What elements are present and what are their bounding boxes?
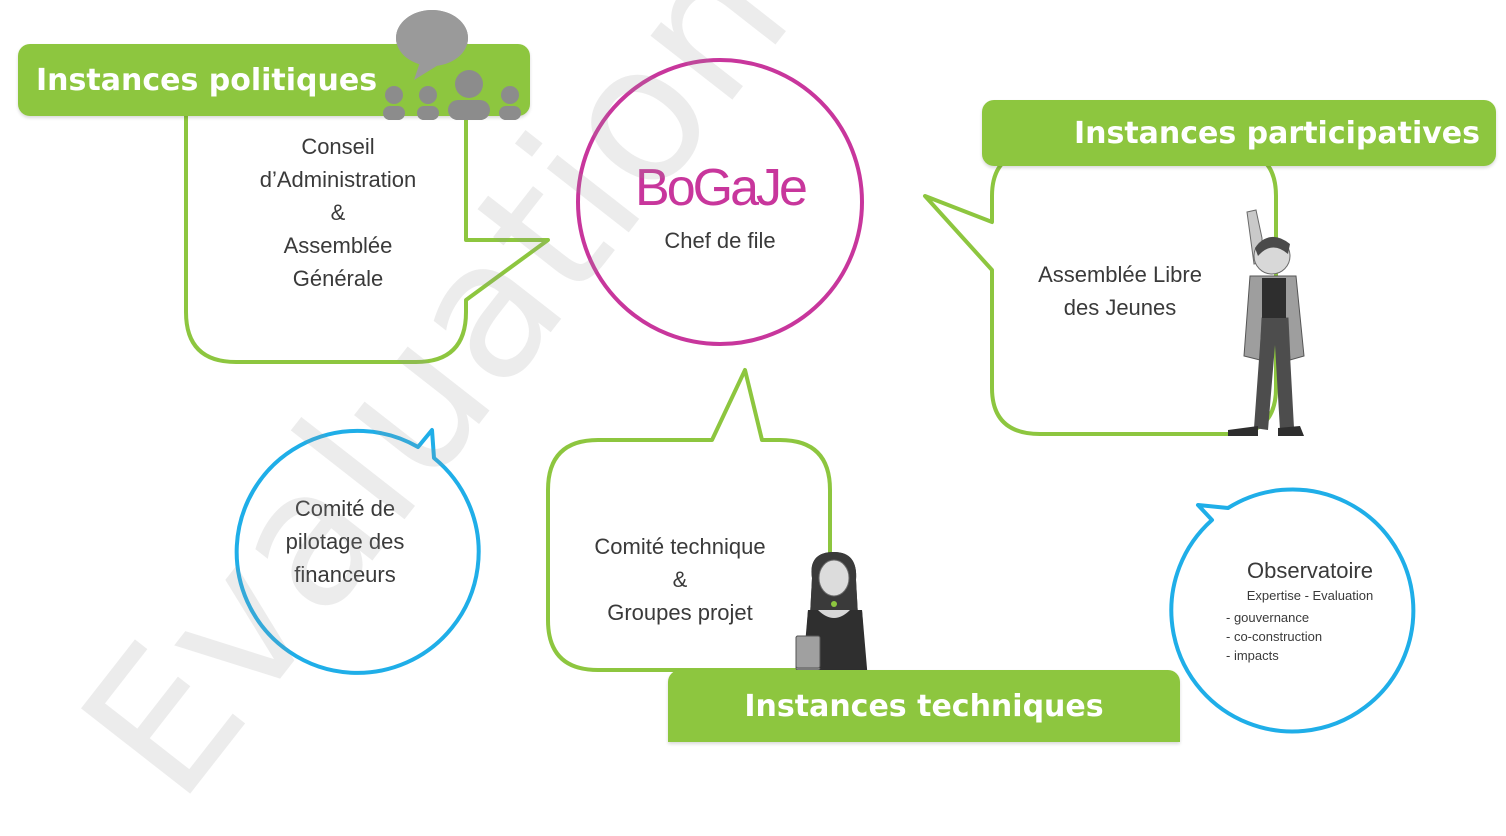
observatoire-item: - gouvernance xyxy=(1226,610,1310,625)
techniques-callout xyxy=(546,368,832,672)
observatoire-item: - impacts xyxy=(1226,648,1279,663)
participatives-callout xyxy=(923,148,1278,436)
observatoire-bubble xyxy=(1169,487,1416,734)
techniques-line: Comité technique xyxy=(594,534,766,559)
banner-techniques-label: Instances techniques xyxy=(744,688,1104,724)
banner-instances-participatives: Instances participatives xyxy=(982,100,1496,166)
icon-overlay xyxy=(383,10,866,669)
banner-instances-techniques: Instances techniques xyxy=(668,670,1180,742)
financeurs-line: pilotage des xyxy=(285,529,405,554)
politiques-line: Générale xyxy=(292,266,384,291)
bogaje-logo: BoGaJe xyxy=(635,159,808,217)
chef-de-file-label: Chef de file xyxy=(664,228,776,253)
politiques-line: Assemblée xyxy=(283,233,393,258)
banner-politiques-label: Instances politiques xyxy=(36,62,378,98)
politiques-line: Conseil xyxy=(301,134,375,159)
financeurs-bubble-text: Comité de pilotage des financeurs xyxy=(250,492,440,591)
techniques-box-text: Comité technique & Groupes projet xyxy=(560,530,800,629)
techniques-line: & xyxy=(672,567,688,592)
chef-de-file-circle xyxy=(576,58,864,346)
politiques-callout xyxy=(184,98,550,364)
financeurs-line: Comité de xyxy=(294,496,396,521)
participatives-box-text: Assemblée Libre des Jeunes xyxy=(1010,258,1230,324)
young-man-waving-figure xyxy=(1228,209,1305,436)
observatoire-subtitle: Expertise - Evaluation xyxy=(1246,588,1374,603)
politiques-line: d’Administration xyxy=(259,167,417,192)
observatoire-title: Observatoire xyxy=(1247,558,1373,583)
financeurs-bubble xyxy=(234,428,481,675)
participatives-line: Assemblée Libre xyxy=(1038,262,1202,287)
participatives-line: des Jeunes xyxy=(1063,295,1177,320)
observatoire-items: - gouvernance - co-construction - impact… xyxy=(1226,608,1322,665)
diagram-canvas xyxy=(184,10,1416,734)
politiques-line: & xyxy=(330,200,346,225)
techniques-line: Groupes projet xyxy=(607,600,753,625)
politiques-box-text: Conseil d’Administration & Assemblée Gén… xyxy=(226,130,450,295)
banner-participatives-label: Instances participatives xyxy=(1073,115,1480,151)
observatoire-item: - co-construction xyxy=(1226,629,1323,644)
financeurs-line: financeurs xyxy=(294,562,396,587)
